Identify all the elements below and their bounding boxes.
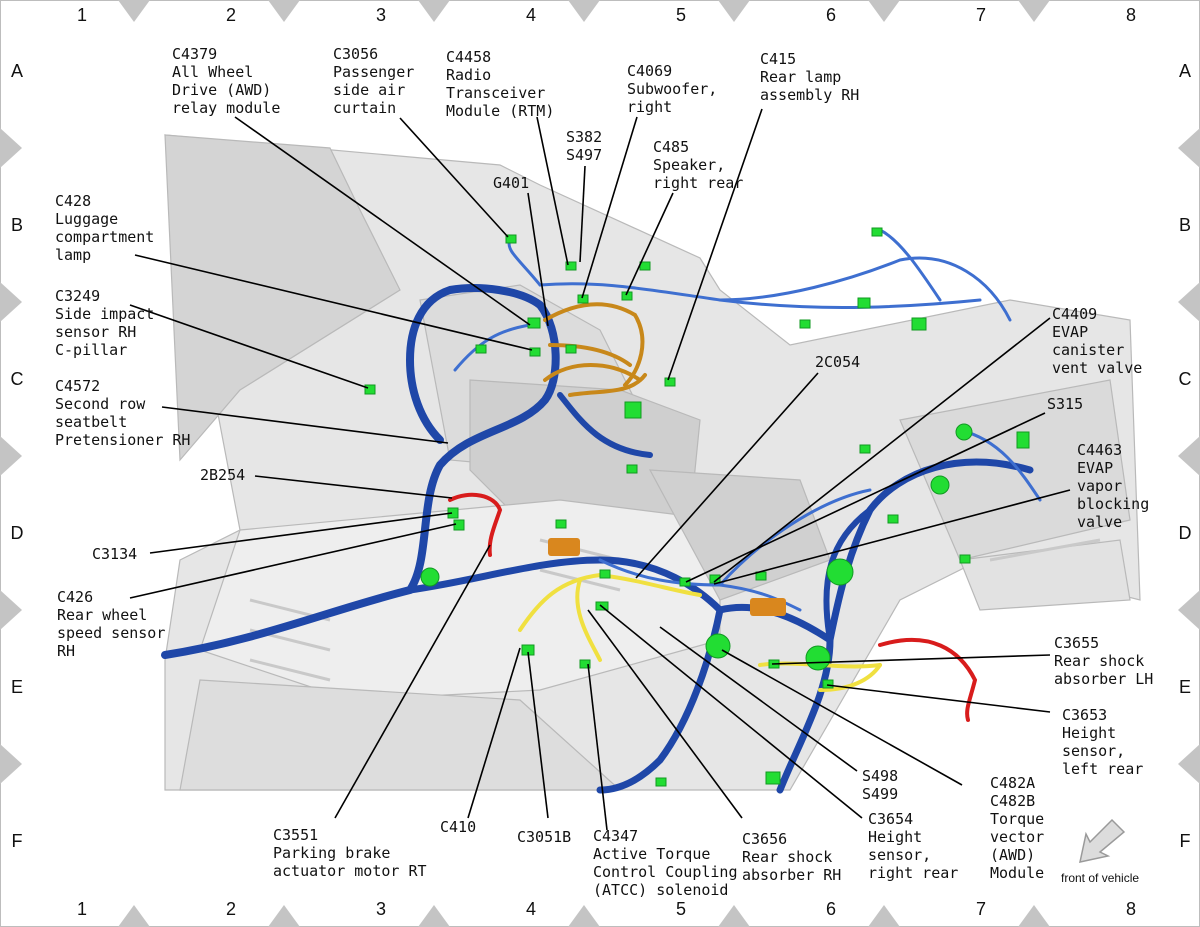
grid-col-top-5: 5 (675, 5, 686, 25)
front-of-vehicle-label: front of vehicle (1061, 871, 1140, 885)
harness-brackets (548, 538, 786, 616)
callout-c3655: C3655 Rear shock absorber LH (1054, 634, 1154, 688)
callout-c4347: C4347 Active Torque Control Coupling (AT… (593, 827, 738, 899)
red-harness (448, 492, 978, 722)
leader-lines (129, 108, 1071, 831)
callout-c3051b: C3051B (517, 828, 572, 846)
callout-c4069: C4069 Subwoofer, right (627, 62, 718, 116)
grid-col-top-3: 3 (375, 5, 386, 25)
callout-c3656: C3656 Rear shock absorber RH (742, 830, 842, 884)
callout-c3249: C3249 Side impact sensor RH C-pillar (55, 287, 155, 359)
grid-col-top-2: 2 (225, 5, 236, 25)
callout-c4572: C4572 Second row seatbelt Pretensioner R… (55, 377, 191, 449)
callout-2b254: 2B254 (200, 466, 246, 484)
grid-row-left-c: C (10, 369, 24, 389)
grid-row-left-f: F (11, 831, 23, 851)
grid-col-bottom-5: 5 (675, 899, 686, 919)
callout-c485: C485 Speaker, right rear (653, 138, 744, 192)
callout-c3056: C3056 Passenger side air curtain (333, 45, 415, 117)
callout-c4379: C4379 All Wheel Drive (AWD) relay module (172, 45, 281, 117)
grid-row-left-e: E (10, 677, 23, 697)
callout-c415: C415 Rear lamp assembly RH (760, 50, 860, 104)
callout-c482: C482A C482B Torque vector (AWD) Module (990, 774, 1045, 882)
callout-g401: G401 (493, 174, 530, 192)
vehicle-body (164, 134, 1141, 791)
grid-row-right-e: E (1178, 677, 1191, 697)
grid-col-bottom-7: 7 (975, 899, 986, 919)
callout-s315: S315 (1047, 395, 1084, 413)
grid-col-top-6: 6 (825, 5, 836, 25)
grid-col-bottom-8: 8 (1125, 899, 1136, 919)
callout-c4463: C4463 EVAP vapor blocking valve (1077, 441, 1150, 531)
callout-c3134: C3134 (92, 545, 138, 563)
callout-s382-s497: S382 S497 (566, 128, 603, 164)
callout-c3654: C3654 Height sensor, right rear (868, 810, 959, 882)
grid-row-left-d: D (10, 523, 24, 543)
front-direction-arrow-icon (1079, 818, 1126, 863)
callout-c4458: C4458 Radio Transceiver Module (RTM) (446, 48, 555, 120)
grid-col-top-7: 7 (975, 5, 986, 25)
orange-harness (543, 302, 647, 397)
grid-row-right-a: A (1178, 61, 1191, 81)
grid-row-right-f: F (1179, 831, 1191, 851)
grid-row-right-c: C (1178, 369, 1192, 389)
grid-row-left-a: A (10, 61, 23, 81)
grid-row-right-d: D (1178, 523, 1192, 543)
callout-c3551: C3551 Parking brake actuator motor RT (273, 826, 427, 880)
callout-c410: C410 (440, 818, 477, 836)
grid-row-left-b: B (10, 215, 23, 235)
grid-col-bottom-2: 2 (225, 899, 236, 919)
callout-c4409: C4409 EVAP canister vent valve (1052, 305, 1143, 377)
grid-col-top-1: 1 (76, 5, 87, 25)
grid-col-bottom-3: 3 (375, 899, 386, 919)
grid-col-bottom-1: 1 (76, 899, 87, 919)
grid-col-top-4: 4 (525, 5, 536, 25)
grid-col-bottom-4: 4 (525, 899, 536, 919)
grid-col-top-8: 8 (1125, 5, 1136, 25)
grid-row-right-b: B (1178, 215, 1191, 235)
callout-2c054: 2C054 (815, 353, 861, 371)
callout-c426: C426 Rear wheel speed sensor RH (57, 588, 166, 660)
callout-c428: C428 Luggage compartment lamp (55, 192, 155, 264)
callout-s498-s499: S498 S499 (862, 767, 899, 803)
grid-col-bottom-6: 6 (825, 899, 836, 919)
callout-c3653: C3653 Height sensor, left rear (1062, 706, 1144, 778)
